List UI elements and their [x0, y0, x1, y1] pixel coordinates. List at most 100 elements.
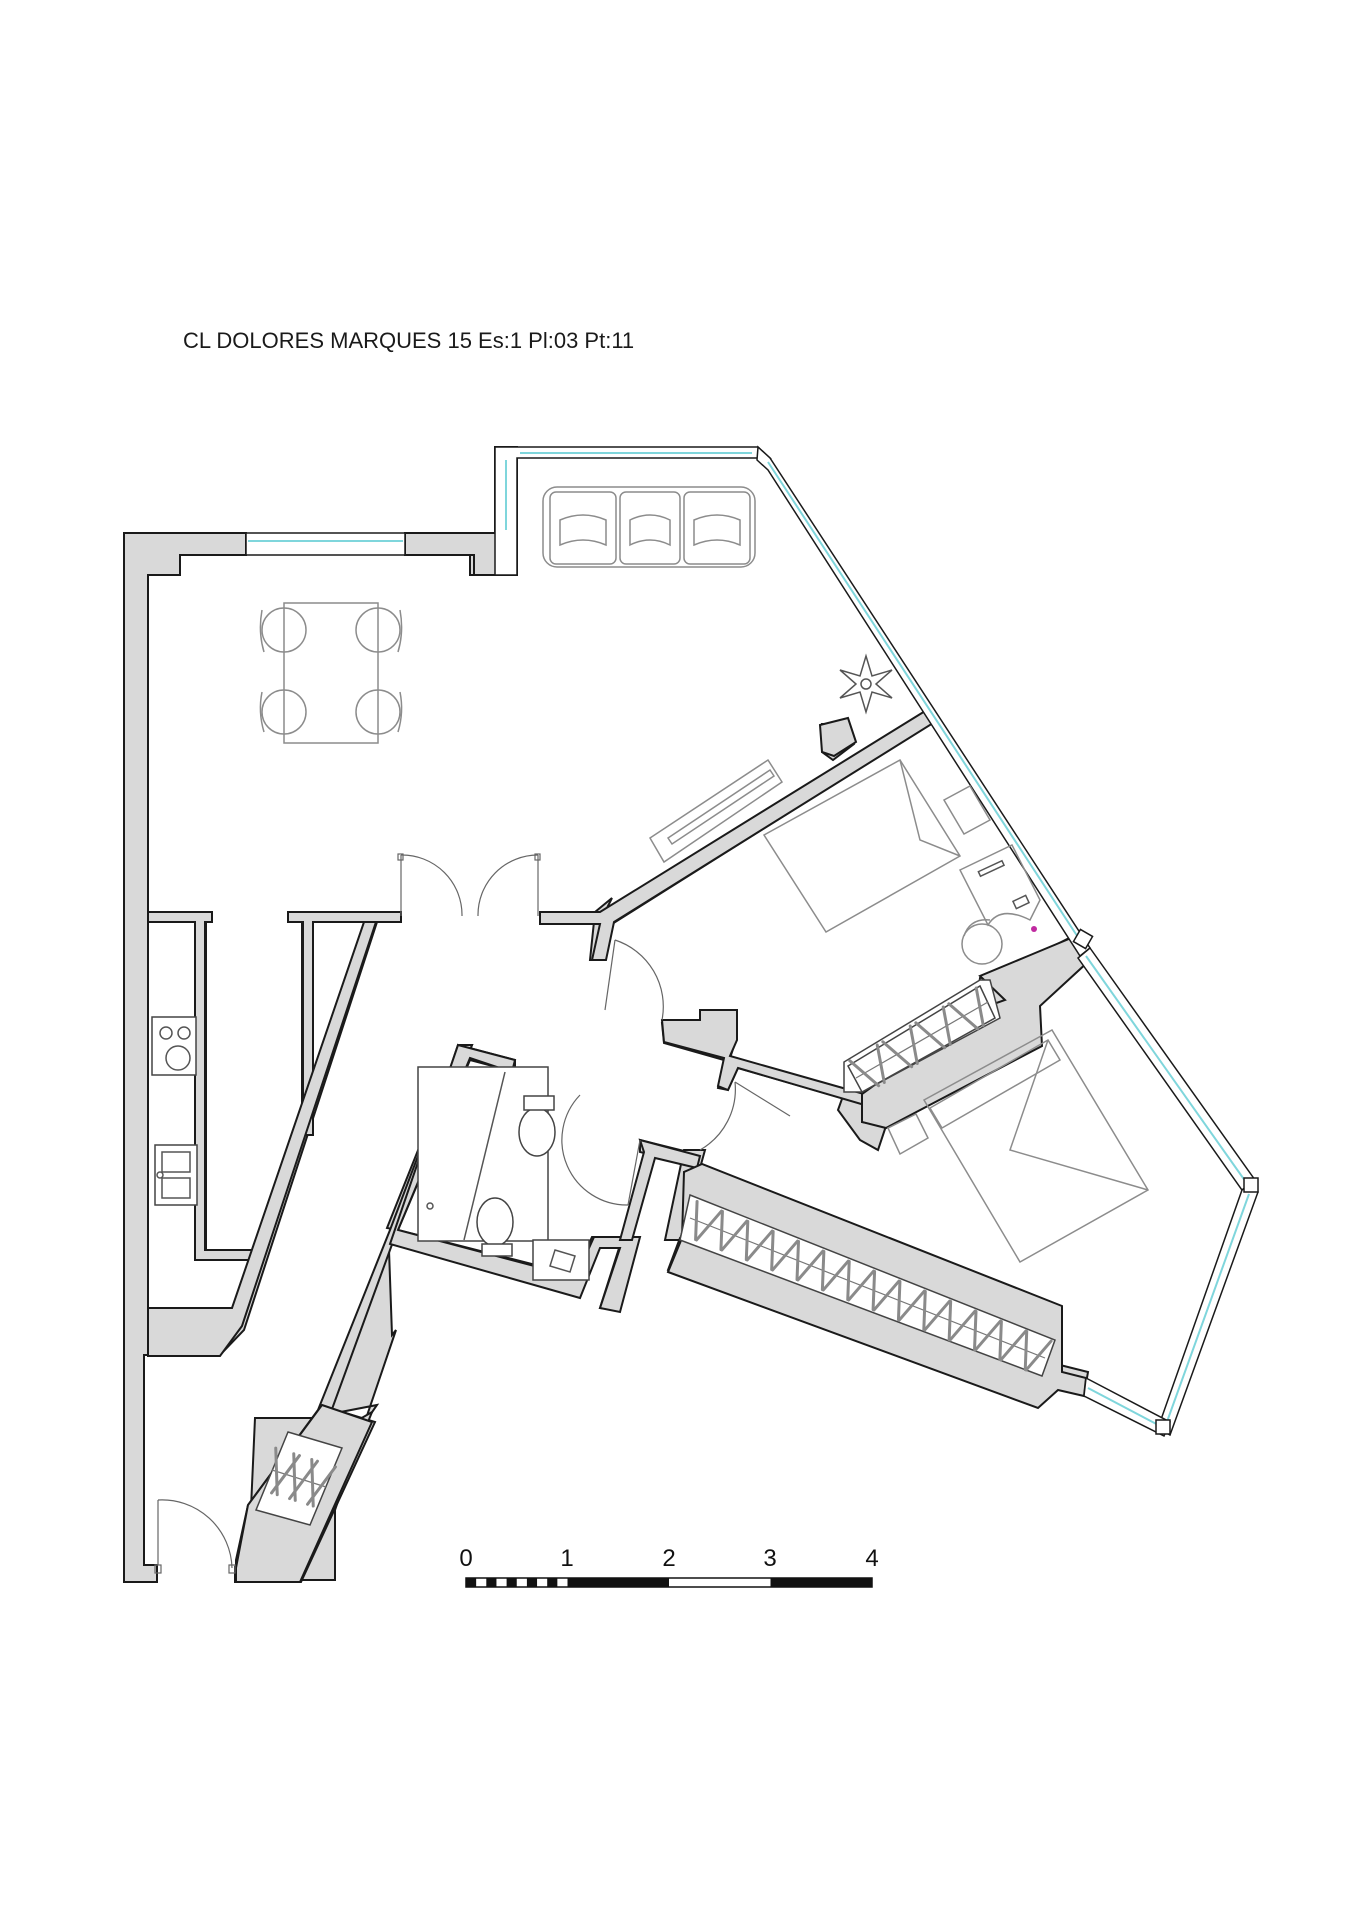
double-bed-fold [1009, 1039, 1149, 1191]
corner-post-1 [1072, 928, 1094, 950]
scale-label-2: 2 [662, 1545, 675, 1572]
washbasin-bowl-icon [549, 1249, 576, 1273]
bathroom-door [561, 1094, 641, 1206]
hanger-icon [745, 1229, 774, 1262]
drain-icon [426, 1202, 434, 1210]
hanger-icon [796, 1249, 825, 1282]
plant-icon [839, 653, 893, 715]
burner-icon [177, 1026, 191, 1040]
hanger-icon [795, 1239, 801, 1282]
hanger-icon [847, 1269, 876, 1302]
double-bed-pillows [928, 1038, 1062, 1130]
hanger-icon [947, 1299, 953, 1342]
bedroom1-south [660, 1009, 870, 1108]
bedroom2-door [699, 1081, 791, 1151]
desk-object-icon [1031, 926, 1037, 932]
toilet-icon [476, 1197, 514, 1257]
closet-rod [271, 1469, 327, 1488]
hanger-icon [896, 1279, 902, 1322]
burner-icon [159, 1026, 173, 1040]
scale-label-4: 4 [865, 1545, 878, 1572]
wardrobes [254, 979, 1056, 1526]
bedroom2-nightstand [887, 1112, 929, 1156]
hanger-icon [973, 1309, 978, 1352]
toilet-icon [518, 1095, 556, 1157]
corner-post-3 [1155, 1419, 1171, 1435]
scale-subsegment [486, 1578, 497, 1587]
desk-chair [961, 919, 1003, 965]
bathroom-fixtures [417, 1066, 590, 1281]
hanger-icon [719, 1209, 724, 1252]
hanger-icon [999, 1329, 1028, 1362]
corridor-diagonal [147, 921, 378, 1357]
hanger-icon [872, 1279, 901, 1312]
hanger-icon [820, 1249, 826, 1292]
long-closet-hangers [689, 1199, 1053, 1372]
hanger-icon [720, 1219, 749, 1252]
hanger-icon [875, 1043, 886, 1084]
scale-label-3: 3 [763, 1545, 776, 1572]
doors [154, 853, 791, 1574]
dining-chair-2 [355, 607, 403, 653]
hanger-icon [998, 1319, 1003, 1362]
north-bay-window-frame [494, 446, 772, 576]
sink-basin-icon [161, 1177, 191, 1199]
bedroom2-furniture [887, 1028, 1150, 1264]
kitchen-wall [147, 911, 259, 1261]
entry-door [154, 1499, 236, 1574]
living-double-door [397, 853, 541, 917]
living-furniture [259, 486, 893, 864]
hanger-icon [948, 1309, 977, 1342]
hanger-icon [694, 1199, 699, 1242]
desk [958, 844, 1041, 932]
corner-post-2 [1243, 1177, 1259, 1193]
entry-closet-hangers [270, 1446, 337, 1508]
scale-subsegment [547, 1578, 558, 1587]
northeast-glass [767, 461, 1086, 949]
hanger-icon [821, 1259, 850, 1292]
south-glass [1087, 1387, 1165, 1429]
bedroom1-door [604, 939, 664, 1021]
dining-table [283, 602, 379, 744]
faucet-icon [156, 1171, 164, 1179]
scale-segments [465, 1577, 873, 1588]
scale-subsegment [466, 1578, 477, 1587]
hanger-icon [974, 986, 985, 1027]
dining-chair-4 [355, 689, 403, 735]
bedroom1-west [539, 706, 940, 961]
hanger-icon [770, 1229, 775, 1272]
scale-subsegment [526, 1578, 538, 1587]
dining-chair-1 [259, 607, 307, 653]
hanger-icon [1023, 1329, 1029, 1372]
south-window-frame [1083, 1376, 1171, 1438]
bedroom1-nightstand [942, 784, 992, 836]
exterior-facade [245, 445, 1259, 1438]
hanger-icon [744, 1219, 750, 1262]
scale-segment [770, 1578, 872, 1587]
bath-partition [463, 1071, 506, 1241]
scale-subsegment [506, 1578, 517, 1587]
hall-wall-stub [540, 897, 613, 913]
hanger-icon [947, 1002, 980, 1031]
sofa [542, 486, 756, 568]
bedroom1-bed-fold [899, 759, 961, 857]
hanger-icon [306, 1465, 337, 1506]
hanger-icon [941, 1005, 952, 1046]
north-window-frame [245, 532, 406, 556]
hanger-icon [1024, 1339, 1053, 1372]
dining-chair-3 [259, 689, 307, 735]
closet-rod [855, 1001, 989, 1079]
hanger-icon [848, 1059, 881, 1088]
hanger-icon [771, 1239, 800, 1272]
southeast-glass [1163, 1193, 1250, 1431]
hanger-icon [881, 1040, 914, 1069]
bedroom1-furniture [762, 759, 1041, 965]
hanger-icon [897, 1289, 926, 1322]
hanger-icon [914, 1021, 947, 1050]
scale-segment [567, 1578, 669, 1587]
plan-title: CL DOLORES MARQUES 15 Es:1 Pl:03 Pt:11 [183, 328, 635, 353]
sink-basin-icon [161, 1151, 191, 1173]
washbasin-icon [532, 1239, 590, 1281]
wardrobe1-hangers [848, 986, 989, 1088]
scale-label-0: 0 [459, 1545, 472, 1572]
